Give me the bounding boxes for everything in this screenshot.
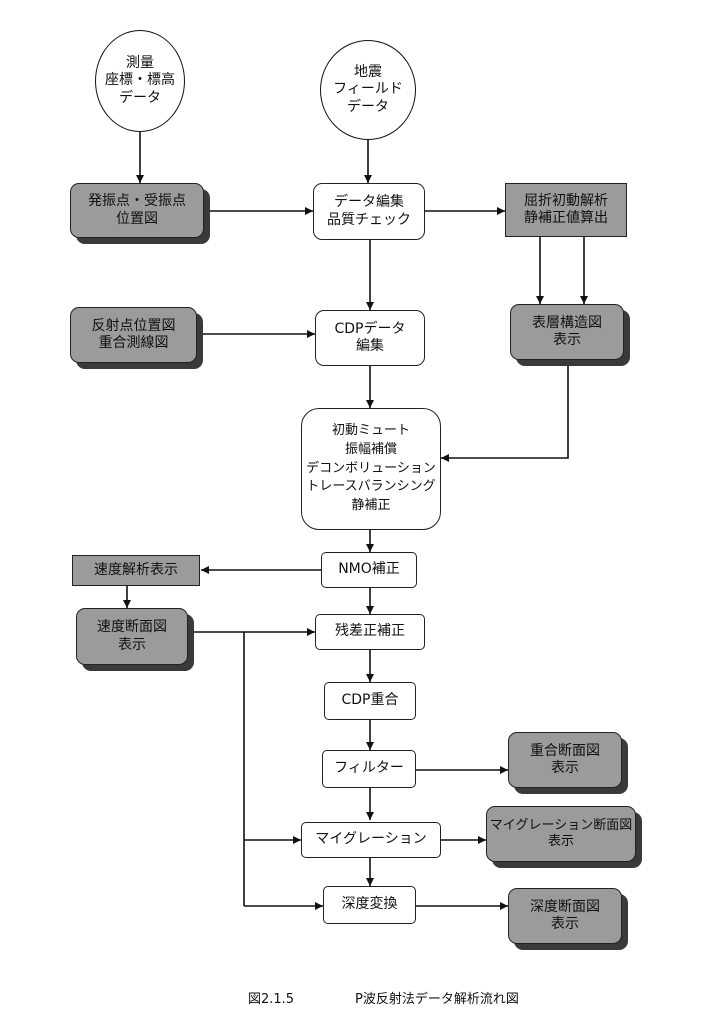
nmo-correction-node: NMO補正: [321, 552, 417, 588]
reflection-point-map-node: 反射点位置図 重合測線図: [70, 307, 197, 363]
residual-correction-label: 残差正補正: [335, 623, 405, 640]
depth-section-label: 深度断面図 表示: [530, 898, 600, 933]
surface-layer-map-node: 表層構造図 表示: [510, 304, 624, 360]
seismic-field-data-node: 地震 フィールド データ: [320, 40, 416, 140]
nmo-correction-label: NMO補正: [338, 561, 400, 578]
preprocessing-node: 初動ミュート 振幅補償 デコンボリューション トレースバランシング 静補正: [301, 408, 441, 530]
data-edit-qc-node: データ編集 品質チェック: [313, 183, 425, 240]
cdp-stack-label: CDP重合: [341, 692, 399, 709]
migration-node: マイグレーション: [301, 822, 441, 858]
velocity-section-node: 速度断面図 表示: [76, 608, 188, 665]
arrow-surface-to-preprocess: [441, 366, 569, 462]
figure-title: P波反射法データ解析流れ図: [355, 992, 519, 1007]
shot-receiver-map-label: 発振点・受振点 位置図: [88, 193, 186, 227]
figure-caption: 図2.1.5 P波反射法データ解析流れ図: [0, 988, 707, 1008]
reflection-point-map-label: 反射点位置図 重合測線図: [91, 317, 176, 352]
migration-section-node: マイグレーション断面図 表示: [486, 806, 636, 862]
surface-layer-map-label: 表層構造図 表示: [532, 314, 602, 349]
depth-conversion-label: 深度変換: [341, 896, 398, 913]
stack-section-label: 重合断面図 表示: [530, 742, 600, 777]
cdp-data-edit-node: CDPデータ 編集: [315, 310, 425, 366]
stack-section-node: 重合断面図 表示: [508, 732, 622, 788]
shot-receiver-map-node: 発振点・受振点 位置図: [70, 183, 204, 238]
refraction-analysis-node: 屈折初動解析 静補正値算出: [505, 183, 627, 237]
velocity-section-label: 速度断面図 表示: [97, 619, 167, 653]
cdp-data-edit-label: CDPデータ 編集: [334, 320, 406, 355]
residual-correction-node: 残差正補正: [315, 614, 425, 650]
depth-conversion-node: 深度変換: [323, 886, 416, 924]
filter-node: フィルター: [322, 750, 416, 788]
depth-section-node: 深度断面図 表示: [508, 888, 622, 944]
migration-section-label: マイグレーション断面図 表示: [489, 817, 633, 849]
data-edit-qc-label: データ編集 品質チェック: [327, 194, 411, 228]
velocity-analysis-display-label: 速度解析表示: [94, 561, 178, 578]
preprocessing-label: 初動ミュート 振幅補償 デコンボリューション トレースバランシング 静補正: [306, 422, 436, 514]
refraction-analysis-label: 屈折初動解析 静補正値算出: [524, 192, 608, 227]
velocity-analysis-display-node: 速度解析表示: [72, 555, 200, 586]
figure-number: 図2.1.5: [248, 992, 295, 1007]
cdp-stack-node: CDP重合: [324, 682, 416, 720]
filter-label: フィルター: [334, 760, 404, 777]
survey-data-node: 測量 座標・標高 データ: [95, 30, 185, 132]
survey-data-label: 測量 座標・標高 データ: [105, 54, 175, 106]
migration-label: マイグレーション: [315, 831, 427, 848]
seismic-field-data-label: 地震 フィールド データ: [333, 63, 403, 115]
